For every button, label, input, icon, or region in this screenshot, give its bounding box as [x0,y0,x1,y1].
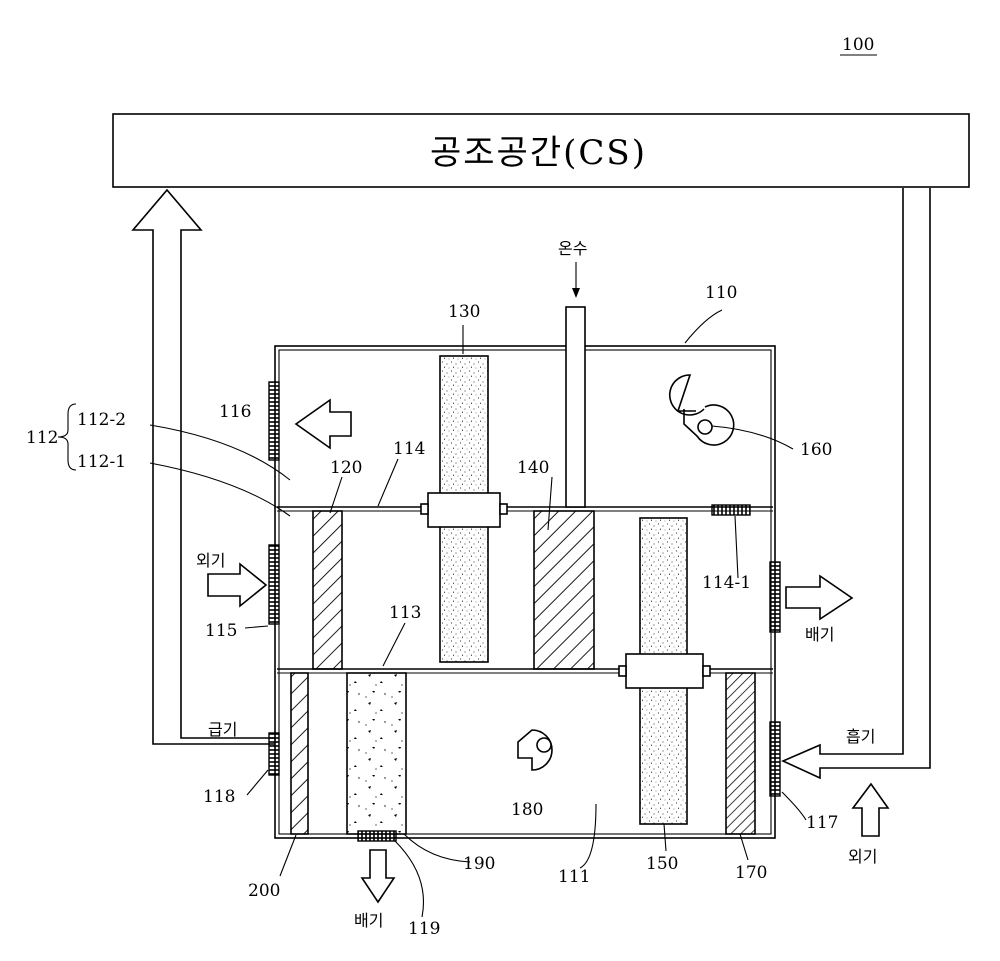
ref-116: 116 [219,402,251,422]
ref-115: 115 [205,621,237,641]
label-outside-air-left: 외기 [196,551,225,570]
fan-160-icon [670,375,734,445]
flow-arrow-in-left [208,564,266,606]
hot-water-pipe [566,262,585,507]
ref-150: 150 [646,854,678,874]
damper-114-1 [712,505,750,515]
ref-111: 111 [558,867,590,887]
ref-112-1: 112-1 [77,452,126,472]
ref-160: 160 [800,440,832,460]
conditioned-space: 공조공간(CS) [113,114,969,187]
rotor-150 [619,518,710,824]
label-supply: 급기 [208,720,237,739]
ref-112: 112 [26,428,58,448]
damper-118 [269,733,279,775]
label-hot-water: 온수 [558,239,587,258]
ref-118: 118 [203,787,235,807]
filter-170 [726,673,755,834]
ref-114-1: 114-1 [702,573,751,593]
label-exhaust-bottom: 배기 [354,911,383,930]
ref-130: 130 [448,302,480,322]
ref-190: 190 [463,854,495,874]
ref-140: 140 [517,458,549,478]
return-duct [783,188,930,778]
leader-lines [58,310,806,917]
label-intake: 흡기 [846,727,875,746]
ref-117: 117 [806,813,838,833]
ref-112-2: 112-2 [77,410,126,430]
damper-115b [770,562,780,632]
label-outside-air-right: 외기 [848,847,877,866]
ref-170: 170 [735,863,767,883]
ref-200: 200 [248,881,280,901]
flow-arrow-out-right [786,576,852,619]
ref-119: 119 [408,919,440,939]
filter-120 [313,511,342,669]
fan-180-icon [518,730,552,770]
ref-180: 180 [511,800,543,820]
ref-114: 114 [393,439,425,459]
damper-116 [269,382,279,460]
damper-115 [269,545,279,624]
conditioned-space-title: 공조공간(CS) [430,133,647,173]
ref-113: 113 [389,603,421,623]
label-exhaust-mid: 배기 [805,625,834,644]
damper-117 [770,722,780,796]
flow-arrow-up-right [853,784,888,836]
damper-119 [358,831,396,841]
media-190 [347,673,406,834]
figure-number: 100 [842,35,874,55]
flow-arrow-left-upper [296,400,351,448]
rotor-130 [421,356,507,662]
supply-duct [133,190,275,744]
filter-200 [291,673,308,834]
ref-110: 110 [705,283,737,303]
flow-arrow-down-bottom [362,850,394,902]
coil-140 [534,511,594,669]
ref-120: 120 [330,458,362,478]
